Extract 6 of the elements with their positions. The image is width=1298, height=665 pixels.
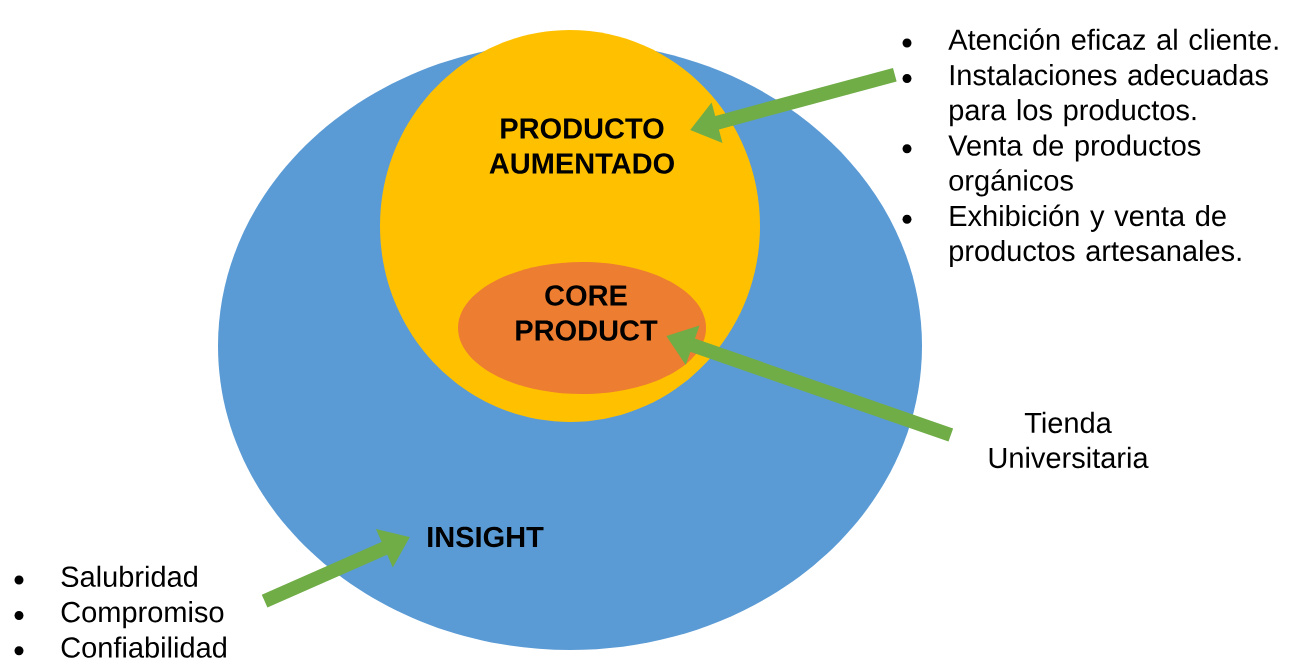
node-label: Exhibición y venta de productos artesanales. <box>950 204 1241 267</box>
node-label: Venta de productos orgánicos <box>948 134 1201 197</box>
node-label: Instalaciones adecuadas para los productos. <box>950 64 1268 127</box>
node-label: Atención eficaz al cliente. <box>948 28 1278 50</box>
node-label: Salubridad <box>61 565 197 587</box>
text-label: Tienda Universitaria <box>989 411 1149 469</box>
